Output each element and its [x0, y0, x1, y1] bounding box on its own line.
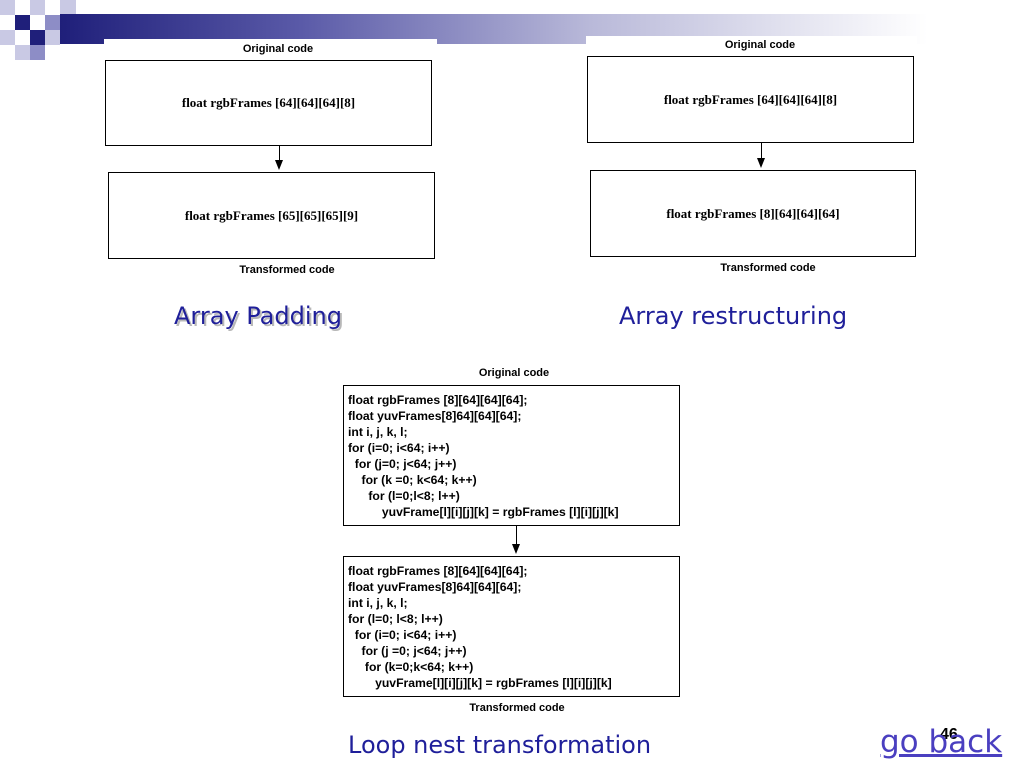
flow-arrow-line [516, 526, 517, 545]
transformed-code-box: float rgbFrames [8][64][64][64] [590, 170, 916, 257]
array-restructuring-caption: Array restructuring [619, 302, 848, 330]
original-code-box: float rgbFrames [64][64][64][8] [587, 56, 914, 143]
transformed-code-box: float rgbFrames [65][65][65][9] [108, 172, 435, 259]
flow-arrow-head [512, 544, 520, 554]
array-padding-caption: Array Padding [174, 302, 342, 330]
transformed-code-text: float rgbFrames [65][65][65][9] [184, 207, 359, 223]
decor-square [15, 45, 30, 60]
code-line: yuvFrame[l][i][j][k] = rgbFrames [l][i][… [348, 676, 612, 690]
decor-square [30, 45, 45, 60]
decor-square [0, 0, 15, 15]
flow-arrow-head [275, 160, 283, 170]
decor-square [45, 30, 60, 45]
original-code-text: float rgbFrames [64][64][64][8] [663, 91, 838, 107]
decor-square [15, 15, 30, 30]
code-line: for (j=0; j<64; j++) [348, 457, 457, 471]
decor-square [60, 0, 76, 14]
code-line: yuvFrame[l][i][j][k] = rgbFrames [l][i][… [348, 505, 619, 519]
flow-arrow-head [757, 158, 765, 168]
code-line: for (l=0; l<8; l++) [348, 612, 443, 626]
original-code-box: float rgbFrames [8][64][64][64]; float y… [343, 385, 680, 526]
original-code-label: Original code [242, 43, 314, 55]
original-code-text: float rgbFrames [64][64][64][8] [181, 95, 356, 110]
code-line: for (k =0; k<64; k++) [348, 473, 477, 487]
code-line: for (i=0; i<64; i++) [348, 441, 450, 455]
loop-nest-caption: Loop nest transformation [348, 731, 652, 759]
decor-square [0, 30, 15, 45]
label-panel [104, 39, 437, 59]
transformed-code-label: Transformed code [720, 262, 816, 274]
decor-square [30, 30, 45, 45]
code-line: float rgbFrames [8][64][64][64]; [348, 564, 528, 578]
flow-arrow-line [761, 143, 762, 159]
decor-square [45, 15, 60, 30]
decor-square [30, 15, 45, 30]
code-line: int i, j, k, l; [348, 596, 408, 610]
transformed-code-box: float rgbFrames [8][64][64][64]; float y… [343, 556, 680, 697]
decor-square [15, 0, 30, 15]
go-back-link[interactable]: go back [880, 724, 1003, 760]
decor-square [45, 0, 60, 15]
transformed-code-label: Transformed code [469, 702, 565, 714]
code-line: for (l=0;l<8; l++) [348, 489, 460, 503]
code-line: for (j =0; j<64; j++) [348, 644, 467, 658]
transformed-code-label: Transformed code [239, 264, 335, 276]
page-number: 46 [940, 726, 958, 743]
original-code-label: Original code [478, 367, 550, 379]
code-line: float rgbFrames [8][64][64][64]; [348, 393, 528, 407]
transformed-code-text: float rgbFrames [8][64][64][64] [666, 205, 840, 221]
code-line: float yuvFrames[8]64][64][64]; [348, 580, 522, 594]
code-line: int i, j, k, l; [348, 425, 408, 439]
decor-square [30, 0, 45, 15]
code-line: for (i=0; i<64; i++) [348, 628, 457, 642]
label-panel [586, 36, 917, 56]
original-code-label: Original code [724, 39, 796, 51]
code-line: float yuvFrames[8]64][64][64]; [348, 409, 522, 423]
original-code-box: float rgbFrames [64][64][64][8] [105, 60, 432, 146]
code-line: for (k=0;k<64; k++) [348, 660, 474, 674]
flow-arrow-line [279, 146, 280, 161]
